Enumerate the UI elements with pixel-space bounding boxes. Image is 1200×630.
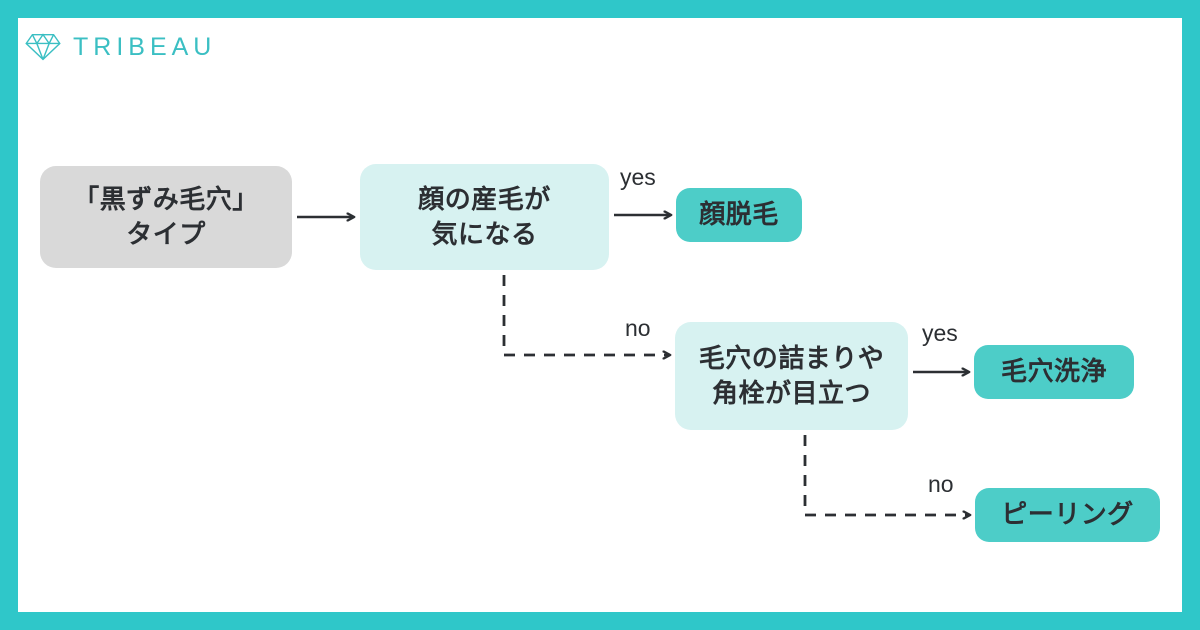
node-result-peeling[interactable]: ピーリング — [975, 488, 1160, 542]
node-decision1-line2: 気になる — [431, 219, 538, 249]
brand-logo: TRIBEAU — [25, 32, 216, 62]
edge-label-decision2-no: no — [928, 471, 954, 497]
node-decision2-line2: 角栓が目立つ — [711, 378, 871, 408]
node-decision-facial-hair[interactable]: 顔の産毛が 気になる — [360, 164, 609, 270]
node-decision1-line1: 顔の産毛が — [418, 183, 551, 214]
node-result-face-hair-removal[interactable]: 顔脱毛 — [676, 188, 802, 242]
node-result2-label: 毛穴洗浄 — [1000, 356, 1107, 387]
node-start-text: 「黒ずみ毛穴」 タイプ — [73, 182, 259, 252]
node-start-line2: タイプ — [126, 219, 206, 249]
node-decision2-line1: 毛穴の詰まりや — [698, 342, 885, 373]
node-result3-label: ピーリング — [1001, 499, 1134, 530]
node-result1-label: 顔脱毛 — [699, 199, 779, 230]
edge-label-decision1-yes: yes — [620, 164, 656, 190]
node-start-type[interactable]: 「黒ずみ毛穴」 タイプ — [40, 166, 292, 268]
brand-name: TRIBEAU — [73, 32, 217, 61]
node-decision-clogged-pores[interactable]: 毛穴の詰まりや 角栓が目立つ — [675, 322, 908, 430]
edge-label-decision1-no: no — [625, 315, 651, 341]
node-start-line1: 「黒ずみ毛穴」 — [73, 183, 259, 214]
node-decision1-text: 顔の産毛が 気になる — [418, 182, 551, 252]
diamond-icon — [25, 32, 61, 62]
edge-label-decision2-yes: yes — [922, 320, 958, 346]
node-result-pore-cleansing[interactable]: 毛穴洗浄 — [974, 345, 1134, 399]
node-decision2-text: 毛穴の詰まりや 角栓が目立つ — [699, 341, 885, 411]
